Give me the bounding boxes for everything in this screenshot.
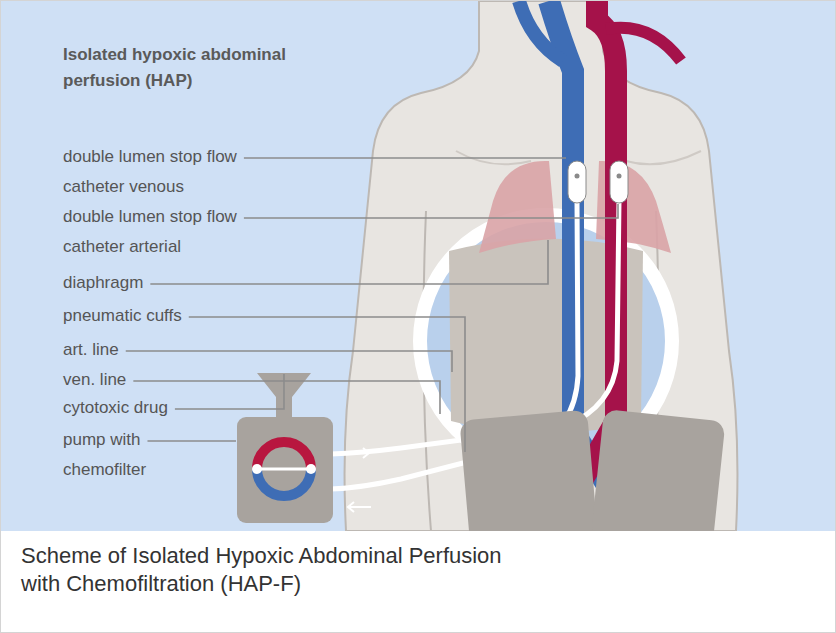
drawing-rect: [459, 410, 598, 531]
drawing-path: [257, 442, 311, 469]
drawing-circle: [252, 464, 262, 474]
drawing-path: [606, 28, 681, 61]
drawing-line: [257, 468, 311, 471]
leader-line: [175, 374, 284, 409]
drawing-path: [257, 469, 311, 496]
drawing-rect: [591, 409, 726, 531]
part-label: ven. line: [63, 365, 363, 395]
drawing-path: [348, 502, 371, 512]
part-label: double lumen stop flow catheter arterial: [63, 202, 278, 262]
part-label: cytotoxic drug: [63, 393, 363, 423]
drawing-rect: [568, 161, 586, 203]
part-label: art. line: [63, 335, 363, 365]
part-label: double lumen stop flow catheter venous: [63, 142, 278, 202]
drawing-circle: [575, 174, 580, 179]
leader-line: [189, 317, 465, 452]
drawing-path: [479, 161, 556, 253]
drawing-g: [346, 448, 371, 512]
part-label: pump with chemofilter: [63, 425, 213, 485]
leader-line: [244, 157, 566, 159]
figure-caption: Scheme of Isolated Hypoxic Abdominal Per…: [21, 542, 541, 598]
diagram-title: Isolated hypoxic abdominal perfusion (HA…: [63, 42, 333, 94]
drawing-circle: [306, 464, 316, 474]
leader-line: [126, 351, 452, 372]
part-label: pneumatic cuffs: [63, 301, 363, 331]
leader-line: [244, 204, 618, 218]
drawing-path: [346, 448, 369, 458]
drawing-rect: [237, 417, 333, 523]
drawing-circle: [617, 174, 622, 179]
leader-line: [150, 240, 548, 284]
leader-line: [147, 440, 236, 442]
part-label: diaphragm: [63, 268, 363, 298]
drawing-path: [519, 1, 563, 61]
drawing-rect: [610, 161, 628, 203]
